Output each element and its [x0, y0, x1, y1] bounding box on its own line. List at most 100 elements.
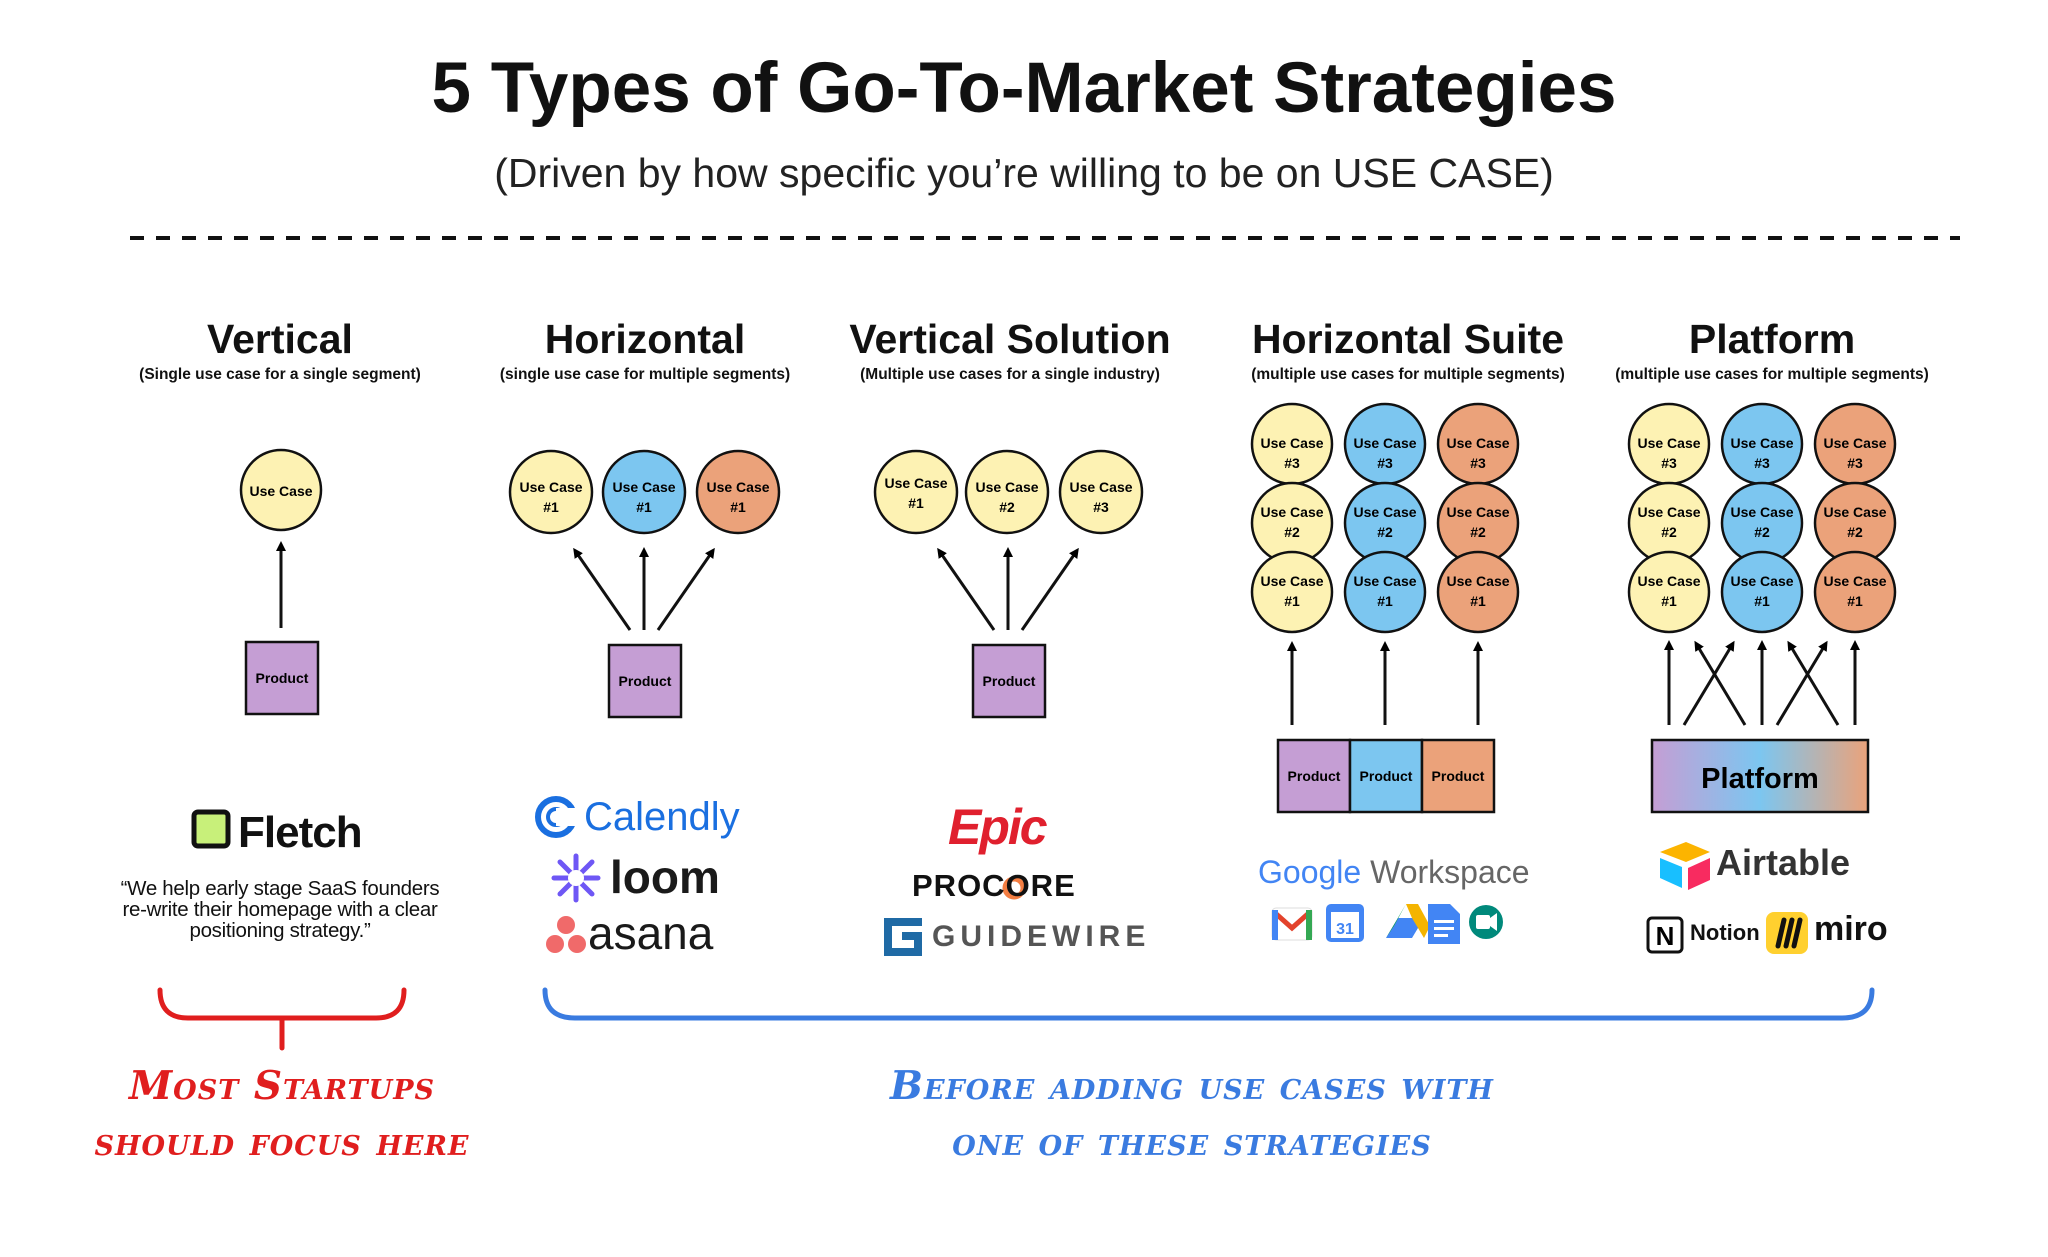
- use-case-number: #1: [1754, 593, 1770, 609]
- use-case-number: #2: [1661, 524, 1677, 540]
- product-label: Product: [983, 673, 1036, 689]
- notion-logo-text: Notion: [1690, 920, 1760, 945]
- google-wordmark: Google: [1258, 854, 1362, 890]
- loom-logo-center: [568, 870, 584, 886]
- platform-label: Platform: [1701, 763, 1819, 795]
- use-case-number: #2: [1847, 524, 1863, 540]
- use-case-label: Use Case: [1730, 504, 1793, 520]
- use-case-circle: [239, 448, 323, 532]
- miro-logo-icon: [1766, 912, 1808, 954]
- platform-diagram: Use Case #3 Use Case #3 Use Case #3 Use …: [1627, 402, 1897, 814]
- use-case-label: Use Case: [1823, 573, 1886, 589]
- fletch-logo-icon: [191, 809, 231, 849]
- red-callout-line2: should focus here: [94, 1119, 470, 1165]
- miro-logo-text: miro: [1814, 910, 1888, 948]
- red-callout-line1: Most Startups: [129, 1063, 435, 1109]
- use-case-circle: [1627, 550, 1711, 634]
- column-subheading-horizontal-suite: (multiple use cases for multiple segment…: [1251, 366, 1565, 383]
- use-case-circle: [508, 449, 594, 535]
- horizontal-diagram: Use Case #1 Use Case #1 Use Case #1 Prod…: [508, 449, 781, 719]
- page-subtitle: (Driven by how specific you’re willing t…: [494, 150, 1554, 196]
- airtable-logo-icon: [1660, 842, 1710, 890]
- calendly-logo-icon: [535, 796, 578, 838]
- asana-logo-icon: [546, 916, 586, 953]
- use-case-number: #3: [1377, 455, 1393, 471]
- column-heading-horizontal-suite: Horizontal Suite: [1251, 316, 1565, 362]
- use-case-label: Use Case: [1260, 435, 1323, 451]
- procore-o-accent: [1002, 876, 1026, 900]
- use-case-circle: [601, 449, 687, 535]
- use-case-label: Use Case: [1446, 573, 1509, 589]
- product-label: Product: [1432, 768, 1485, 784]
- loom-logo-text: loom: [610, 851, 720, 903]
- use-case-label: Use Case: [1823, 504, 1886, 520]
- red-callout: Most Startups should focus here: [62, 1058, 502, 1170]
- guidewire-logo-text: GUIDEWIRE: [932, 920, 1151, 953]
- vertical-solution-diagram: Use Case #1 Use Case #2 Use Case #3 Prod…: [873, 449, 1144, 719]
- use-case-label: Use Case: [1260, 573, 1323, 589]
- arrow: [937, 547, 996, 631]
- use-case-number: #3: [1284, 455, 1300, 471]
- arrow: [1682, 640, 1735, 726]
- use-case-number: #1: [543, 499, 559, 515]
- use-case-number: #1: [1661, 593, 1677, 609]
- horizontal-suite-diagram: Use Case #3 Use Case #3 Use Case #3 Use …: [1250, 402, 1520, 814]
- use-case-number: #3: [1661, 455, 1677, 471]
- use-case-label: Use Case: [1637, 435, 1700, 451]
- use-case-label: Use Case: [1353, 504, 1416, 520]
- workspace-wordmark: Workspace: [1370, 854, 1530, 890]
- column-subheading-vertical: (Single use case for a single segment): [139, 366, 421, 383]
- column-heading-vertical-solution: Vertical Solution: [849, 316, 1171, 362]
- use-case-number: #3: [1470, 455, 1486, 471]
- use-case-number: #2: [1754, 524, 1770, 540]
- column-subheading-platform: (multiple use cases for multiple segment…: [1615, 366, 1929, 383]
- column-heading-horizontal: Horizontal: [544, 316, 746, 362]
- use-case-label: Use Case: [1730, 573, 1793, 589]
- asana-logo-text: asana: [588, 907, 714, 959]
- column-subheading-horizontal: (single use case for multiple segments): [499, 366, 791, 383]
- column-subheading-vertical-solution: (Multiple use cases for a single industr…: [860, 366, 1160, 383]
- product-box: [1420, 738, 1496, 814]
- use-case-label: Use Case: [1353, 573, 1416, 589]
- fletch-logo-text: Fletch: [238, 808, 363, 857]
- calendly-logo-text: Calendly: [584, 795, 740, 839]
- use-case-number: #3: [1093, 499, 1109, 515]
- use-case-circle: [1813, 550, 1897, 634]
- use-case-circle: [695, 449, 781, 535]
- page-title: 5 Types of Go-To-Market Strategies: [431, 49, 1617, 128]
- arrow: [656, 547, 715, 631]
- use-case-label: Use Case: [519, 479, 582, 495]
- use-case-label: Use Case: [1069, 479, 1132, 495]
- use-case-number: #1: [1847, 593, 1863, 609]
- use-case-number: #1: [1377, 593, 1393, 609]
- blue-callout: Before adding use cases with one of thes…: [742, 1058, 1642, 1170]
- google-meet-icon: [1469, 905, 1503, 939]
- notion-logo-icon: N: [1646, 916, 1684, 954]
- use-case-circle: [1436, 550, 1520, 634]
- use-case-number: #1: [636, 499, 652, 515]
- use-case-label: Use Case: [884, 475, 947, 491]
- epic-logo-text: Epic: [948, 799, 1048, 855]
- vertical-diagram: Use Case Product: [239, 448, 323, 716]
- use-case-number: #2: [1377, 524, 1393, 540]
- use-case-label: Use Case: [975, 479, 1038, 495]
- use-case-label: Use Case: [1637, 504, 1700, 520]
- use-case-label: Use Case: [1260, 504, 1323, 520]
- use-case-label: Use Case: [1446, 435, 1509, 451]
- use-case-number: #3: [1754, 455, 1770, 471]
- product-label: Product: [1288, 768, 1341, 784]
- use-case-label: Use Case: [1446, 504, 1509, 520]
- red-bracket: [157, 987, 407, 1021]
- product-box: [971, 643, 1047, 719]
- use-case-label: Use Case: [1823, 435, 1886, 451]
- platform-box: [1650, 738, 1870, 814]
- use-case-number: #3: [1847, 455, 1863, 471]
- arrow: [573, 547, 632, 631]
- arrow: [1787, 640, 1840, 726]
- blue-bracket: [542, 987, 1875, 1021]
- product-label: Product: [256, 670, 309, 686]
- google-docs-icon: [1428, 904, 1460, 944]
- column-heading-platform: Platform: [1688, 316, 1856, 362]
- arrow: [1020, 547, 1079, 631]
